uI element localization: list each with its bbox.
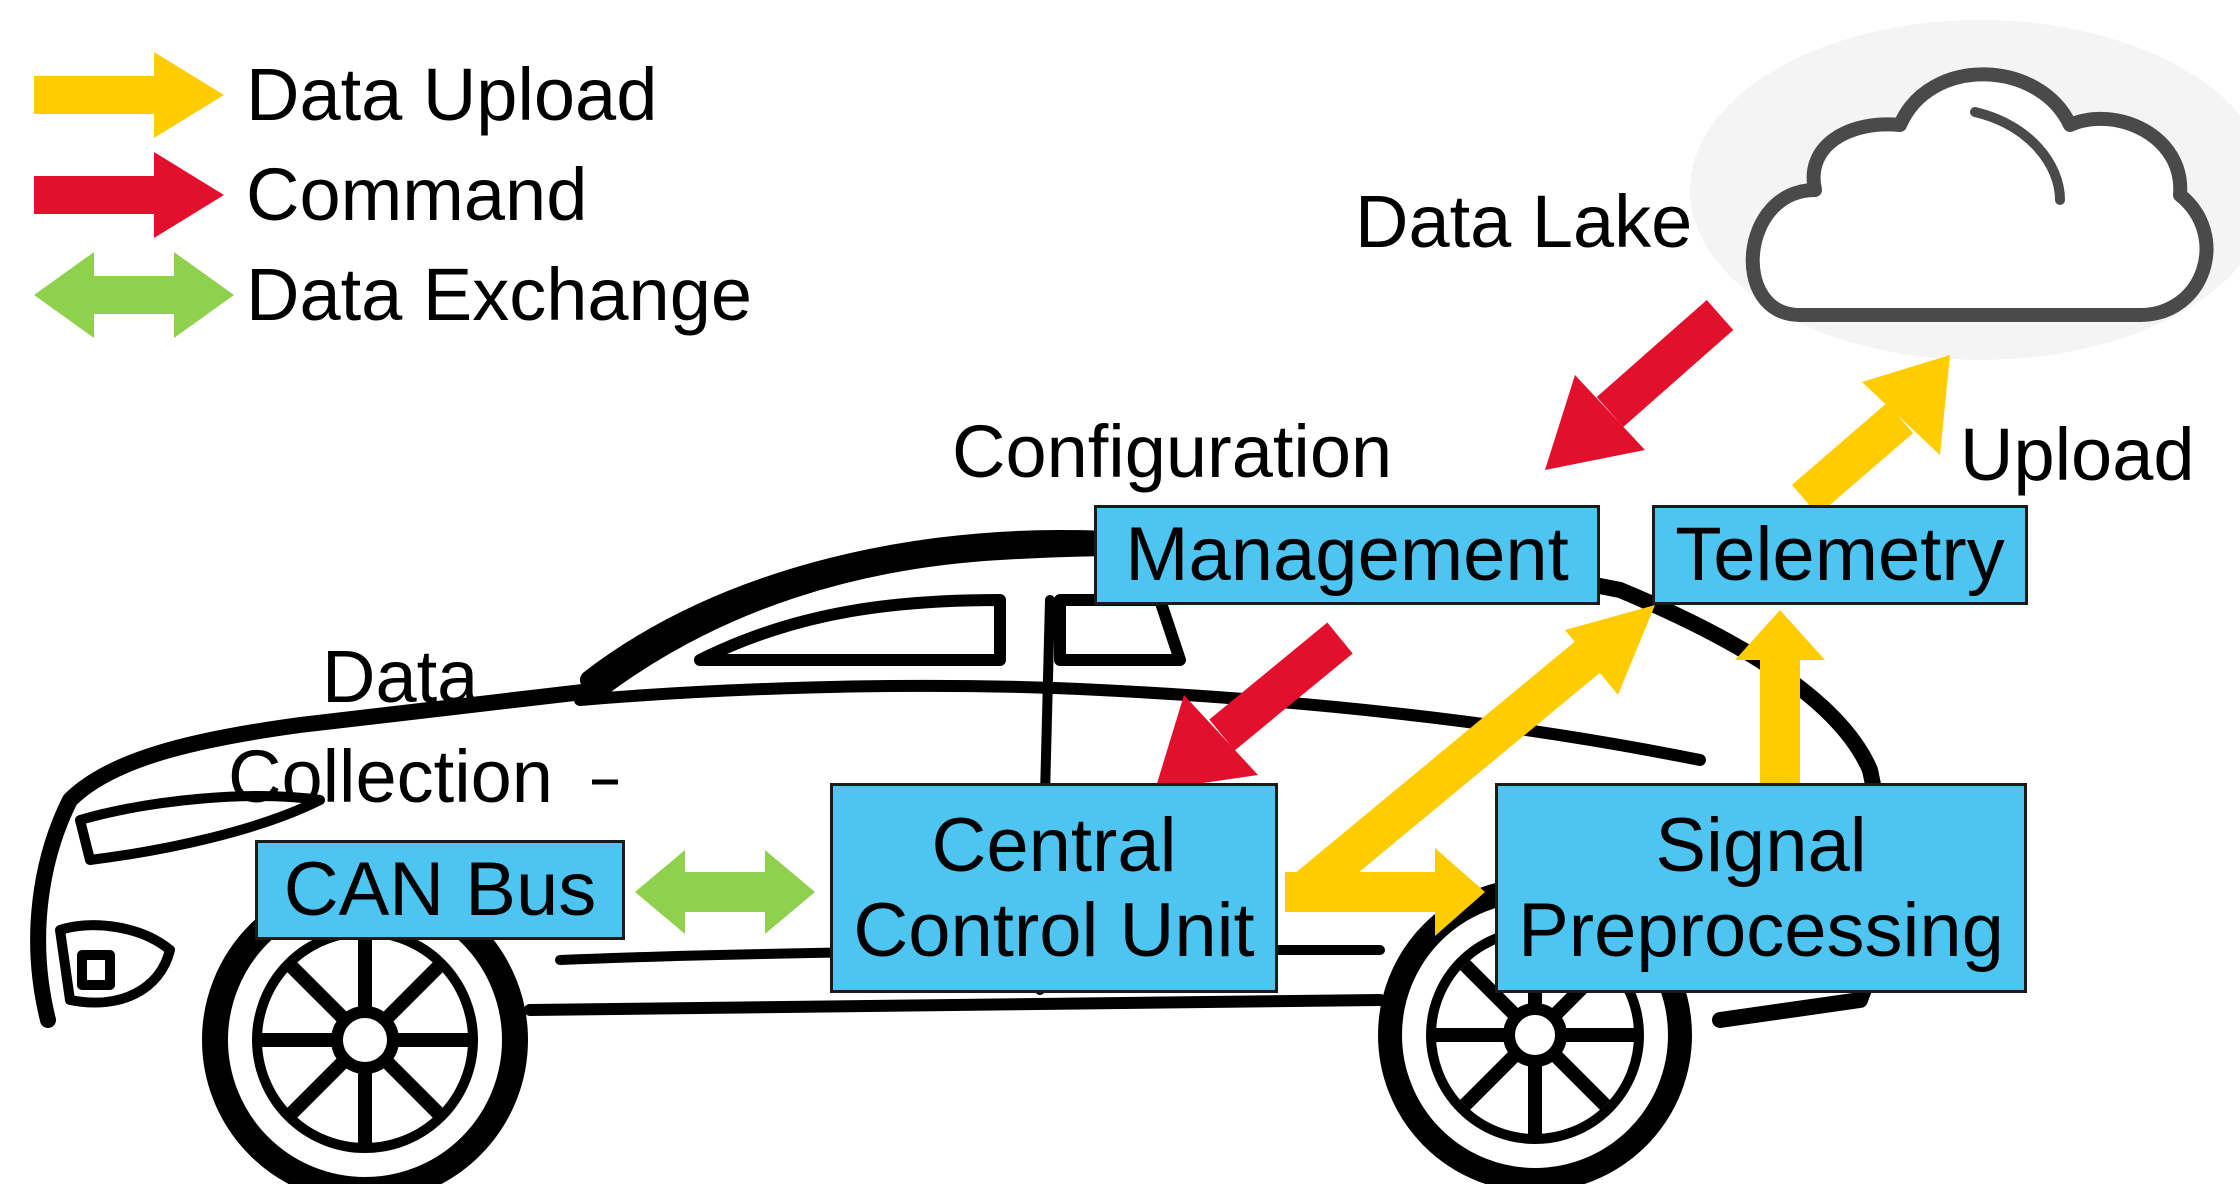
legend-label: Data Exchange	[246, 253, 753, 336]
upload-arrow-telemetry-to-cloud	[1791, 355, 1950, 516]
car-lower-line	[524, 994, 1386, 1016]
can-bus-box-label: CAN Bus	[283, 847, 597, 933]
exchange-arrow-can-bus-ccu	[635, 850, 815, 934]
signal-preprocessing-label-line2: Preprocessing	[1518, 888, 2004, 973]
central-control-unit-label-line1: Central	[931, 802, 1177, 888]
upload-label: Upload	[1960, 413, 2195, 496]
central-control-unit-box: Central Control Unit	[830, 783, 1278, 993]
legend-label: Command	[246, 153, 588, 236]
green-double-arrow-icon	[34, 252, 234, 338]
central-control-unit-label-line2: Control Unit	[853, 888, 1255, 973]
legend-item-data-upload: Data Upload	[34, 50, 657, 140]
management-box: Management	[1094, 505, 1600, 605]
can-bus-box: CAN Bus	[255, 840, 625, 940]
cloud-icon	[1690, 20, 2240, 360]
car-headlight	[75, 791, 325, 865]
data-collection-label-line1: Data	[322, 635, 479, 718]
upload-arrow-ccu-to-signal	[1285, 848, 1485, 936]
telemetry-box-label: Telemetry	[1675, 512, 2005, 598]
configuration-label: Configuration	[952, 410, 1393, 493]
signal-preprocessing-box: Signal Preprocessing	[1495, 783, 2027, 993]
telemetry-box: Telemetry	[1652, 505, 2028, 605]
data-lake-label: Data Lake	[1355, 180, 1693, 263]
command-arrow-cloud-to-management	[1545, 299, 1734, 470]
car-grille-mark	[77, 950, 115, 990]
red-arrow-icon	[34, 152, 224, 238]
data-collection-label-line2: Collection	[228, 735, 553, 818]
yellow-arrow-icon	[34, 52, 224, 138]
car-window-line	[1054, 594, 1186, 666]
legend-label: Data Upload	[246, 53, 658, 136]
upload-arrow-ccu-to-telemetry	[1287, 605, 1655, 911]
signal-preprocessing-label-line1: Signal	[1655, 802, 1867, 888]
car-window-line	[694, 594, 1006, 666]
command-arrow-management-to-ccu	[1155, 622, 1353, 790]
management-box-label: Management	[1125, 512, 1569, 598]
legend-item-command: Command	[34, 150, 587, 240]
legend-item-data-exchange: Data Exchange	[34, 250, 752, 340]
car-grille	[55, 920, 175, 1008]
upload-arrow-signal-to-telemetry	[1735, 610, 1825, 785]
